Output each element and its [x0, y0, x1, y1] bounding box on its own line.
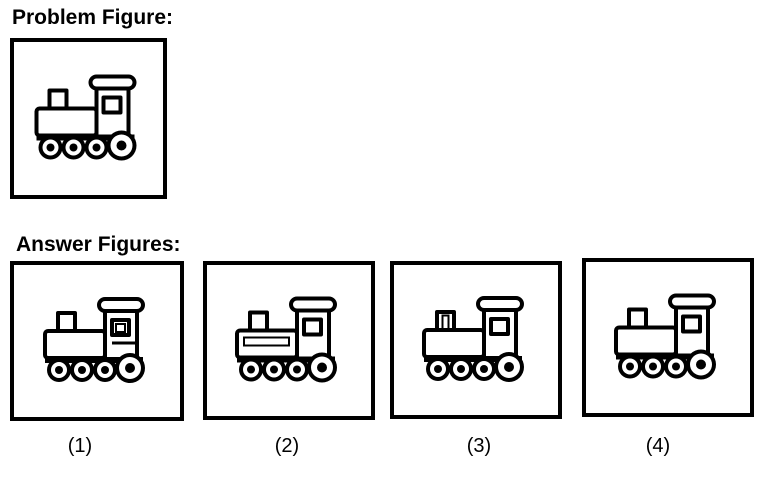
chassis	[424, 356, 522, 362]
wheel-hub-3	[672, 362, 680, 371]
cab-roof	[88, 74, 137, 91]
cab-roof	[97, 297, 145, 313]
wheel-hub-3	[480, 365, 488, 373]
wheel-hub-2	[649, 362, 657, 371]
cab-roof	[476, 296, 524, 312]
train-engine-icon	[614, 293, 716, 380]
cab-window	[681, 314, 702, 334]
option-label-4: (4)	[645, 435, 671, 457]
answer-figure-box-1[interactable]	[10, 261, 184, 421]
train-engine-icon	[235, 296, 337, 383]
train-shape	[614, 293, 716, 380]
option-label-3: (3)	[466, 435, 492, 457]
wheel-hub-2	[270, 365, 278, 374]
wheel-hub-4	[504, 362, 514, 372]
cab-window	[101, 95, 123, 115]
train-engine-icon	[43, 297, 145, 383]
problem-figure-box	[10, 38, 167, 199]
chassis	[36, 134, 135, 141]
wheel-hub-1	[247, 365, 255, 374]
cab-window	[302, 317, 323, 337]
wheel-hub-3	[92, 143, 101, 152]
boiler	[34, 106, 99, 138]
chassis	[237, 356, 335, 363]
chassis	[45, 357, 143, 363]
wheel-hub-4	[125, 363, 135, 373]
boiler	[43, 329, 107, 360]
wheel-hub-4	[317, 362, 327, 373]
wheel-hub-3	[293, 365, 301, 374]
answer-figure-box-4[interactable]	[582, 258, 754, 417]
chassis	[616, 353, 714, 360]
option-label-1: (1)	[67, 435, 93, 457]
wheel-hub-2	[457, 365, 465, 373]
wheel-hub-4	[696, 359, 706, 370]
problem-figure-heading: Problem Figure:	[12, 6, 174, 29]
boiler	[614, 325, 678, 357]
wheel-hub-2	[69, 143, 78, 152]
answer-figure-box-2[interactable]	[203, 261, 375, 420]
cab-roof	[668, 293, 716, 310]
wheel-hub-4	[116, 140, 127, 151]
cab-window-inner	[115, 323, 126, 333]
wheel-hub-1	[55, 366, 63, 374]
wheel-hub-3	[101, 366, 109, 374]
train-shape	[43, 297, 145, 383]
train-shape	[422, 296, 524, 382]
option-label-2: (2)	[274, 435, 300, 457]
train-engine-icon	[422, 296, 524, 382]
wheel-hub-1	[626, 362, 634, 371]
train-engine-icon	[34, 74, 137, 161]
train-shape	[34, 74, 137, 161]
train-shape	[235, 296, 337, 383]
answer-figure-box-3[interactable]	[390, 261, 562, 419]
wheel-hub-2	[78, 366, 86, 374]
wheel-hub-1	[46, 143, 55, 152]
boiler-stripe	[243, 336, 290, 347]
cab-window	[489, 317, 510, 336]
answer-figures-heading: Answer Figures:	[16, 233, 181, 256]
cab-roof	[289, 296, 337, 313]
wheel-hub-1	[434, 365, 442, 373]
boiler	[422, 328, 486, 359]
